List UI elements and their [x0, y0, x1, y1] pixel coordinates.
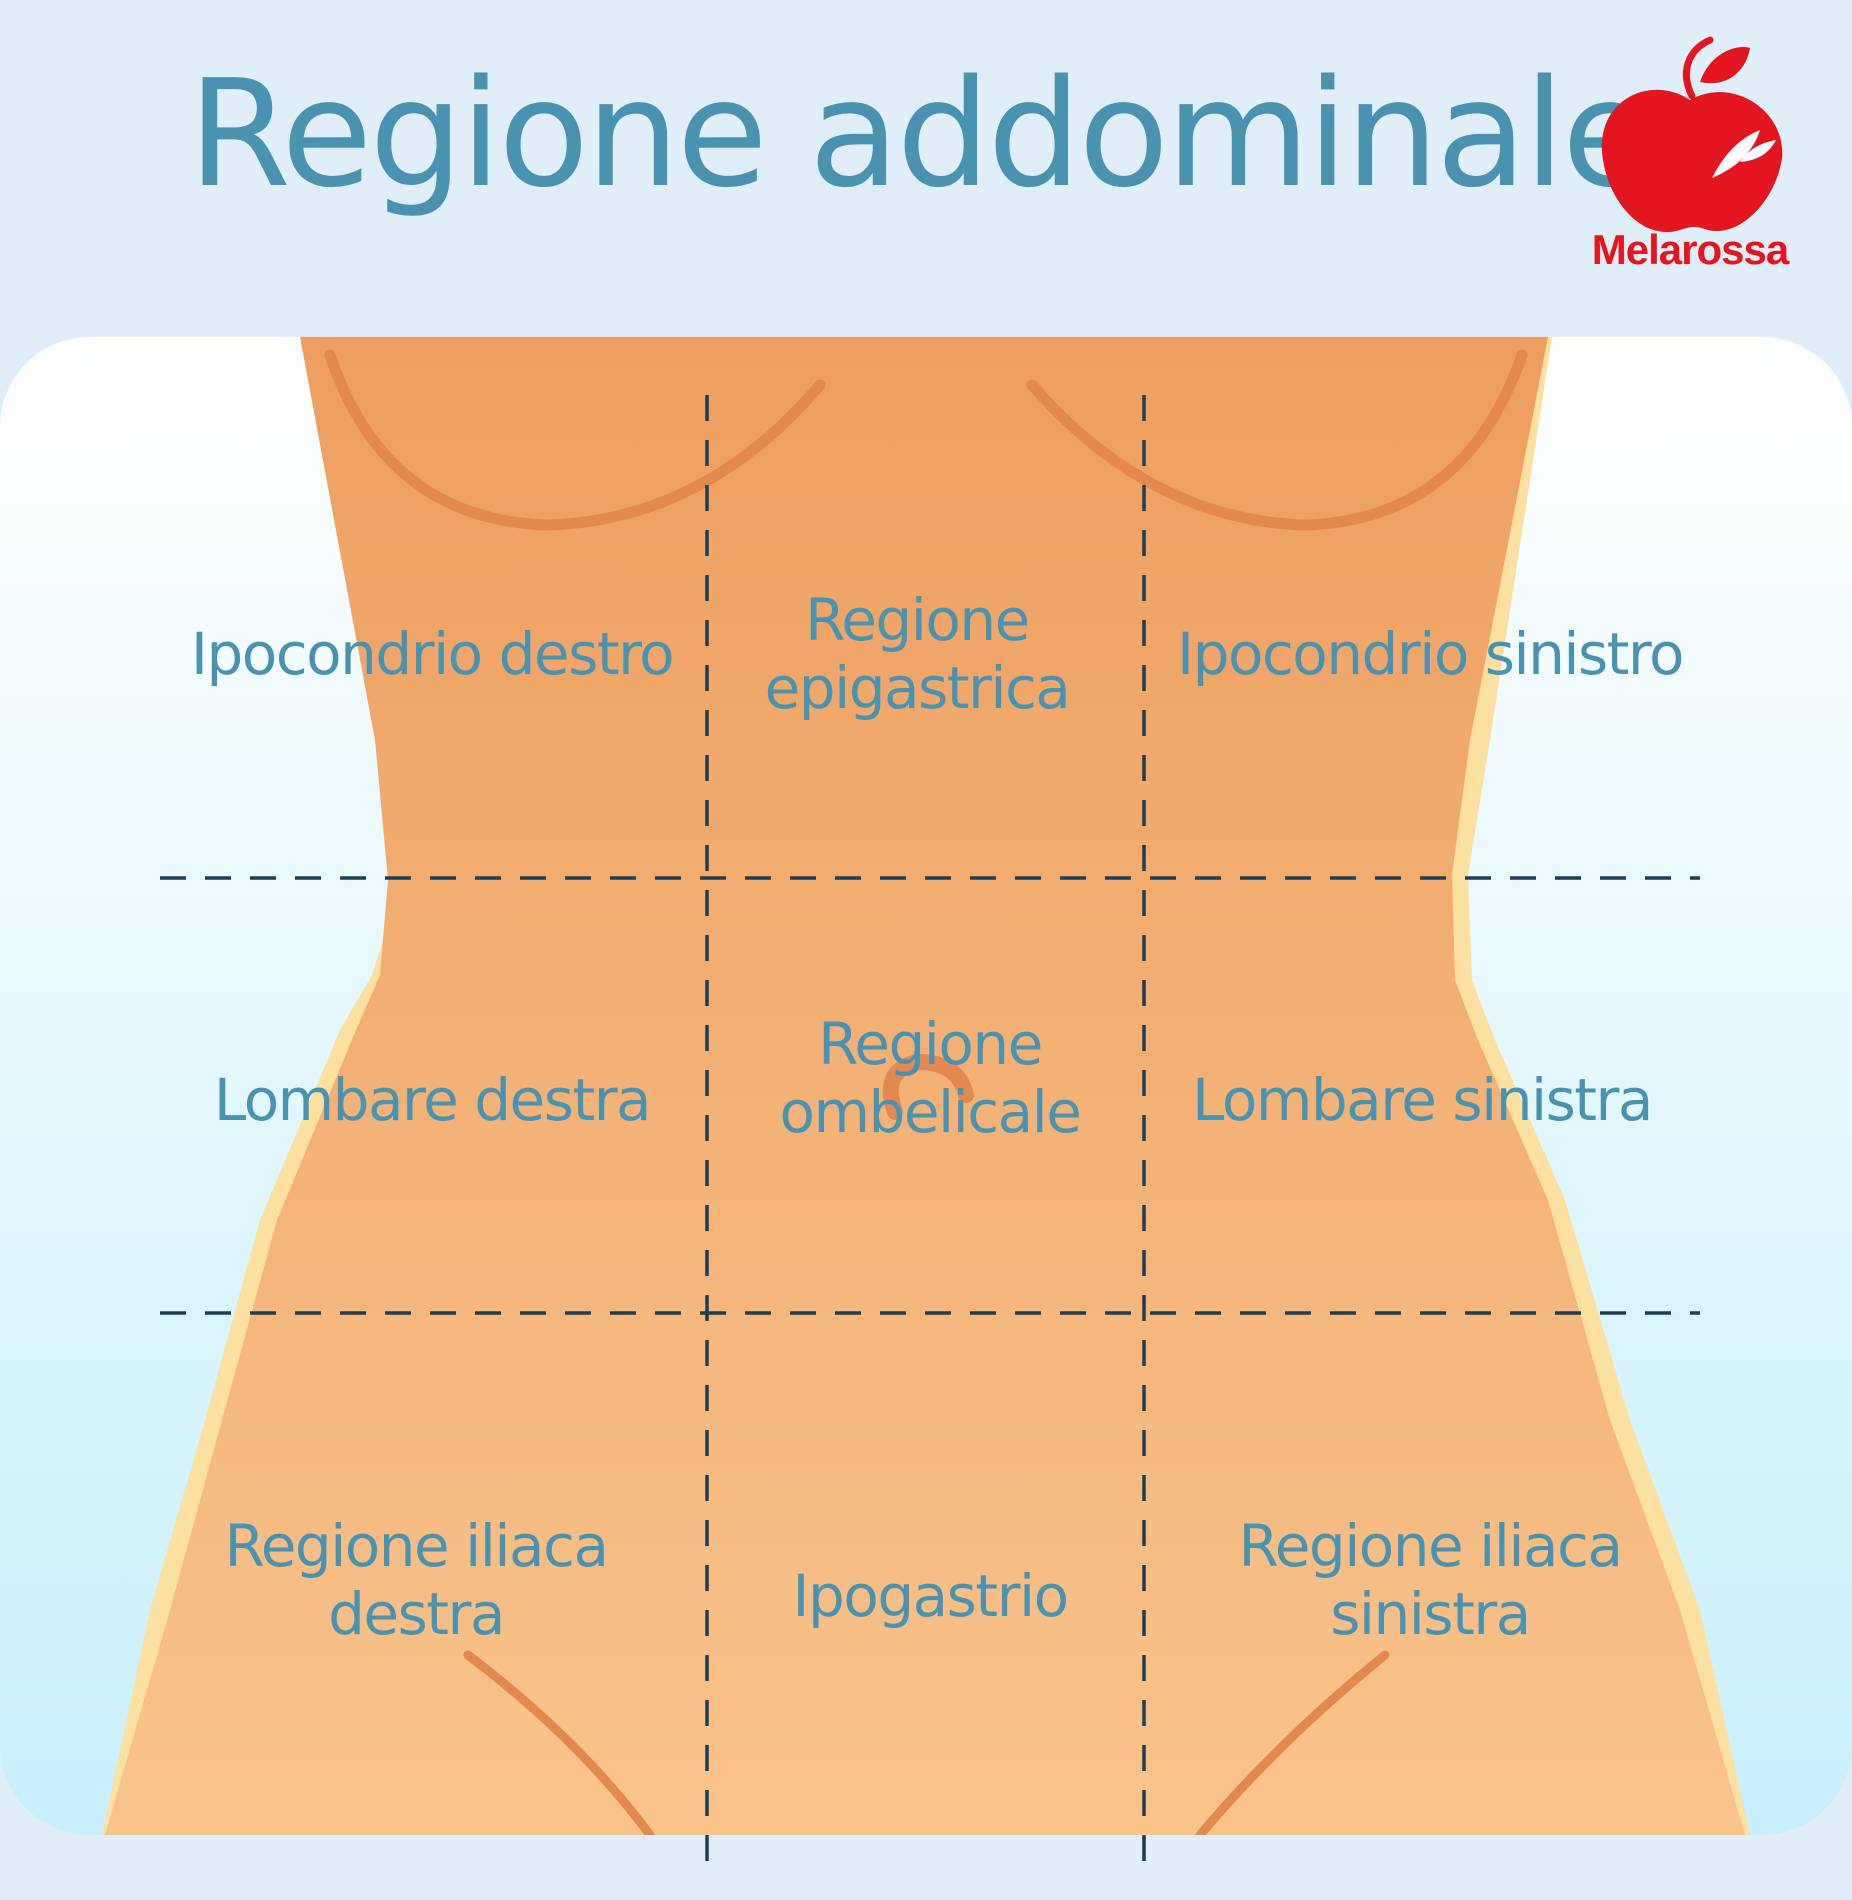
- right-groin-crease: [463, 1650, 655, 1835]
- torso: [105, 337, 1745, 1835]
- region-label-ipocondrio-sinistro: Ipocondrio sinistro: [1177, 620, 1684, 688]
- region-label-lombare-destra: Lombare destra: [213, 1066, 652, 1134]
- brand-name: Melarossa: [1591, 226, 1789, 273]
- apple-icon: [1601, 36, 1783, 233]
- navel: [882, 1053, 974, 1120]
- left-chest-crease: [1026, 349, 1528, 531]
- region-label-lombare-sinistra: Lombare sinistra: [1192, 1066, 1653, 1134]
- region-label-ipocondrio-destro: Ipocondrio destro: [190, 620, 675, 688]
- left-groin-crease: [1195, 1650, 1390, 1835]
- right-chest-crease: [324, 349, 826, 531]
- region-label-ipogastrio: Ipogastrio: [792, 1562, 1069, 1630]
- page-title: Regione addominale: [188, 48, 1653, 220]
